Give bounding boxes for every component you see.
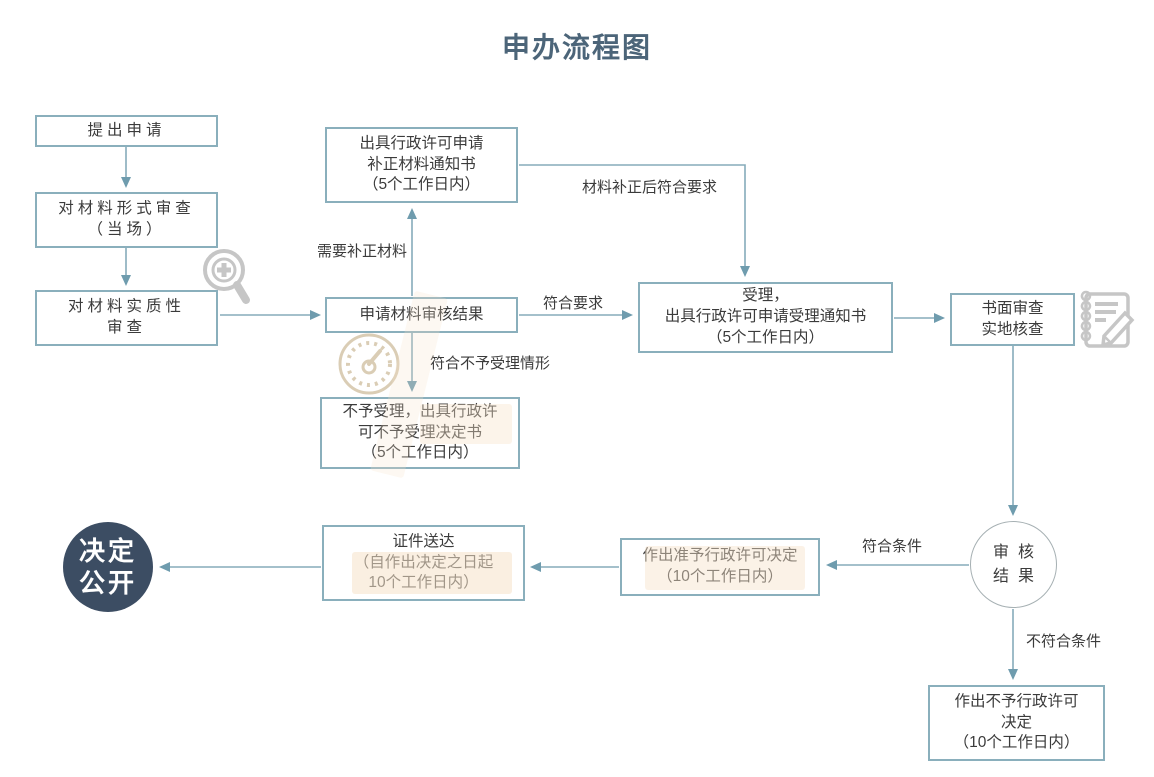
node-formal-review: 对材料形式审查 （当场） [35,192,218,248]
node-written-review: 书面审查 实地核查 [950,293,1075,346]
node-grant-decision: 作出准予行政许可决定 （10个工作日内） [620,538,820,596]
node-substantive-review: 对材料实质性 审查 [35,290,218,346]
edge-label-not-accept-case: 符合不予受理情形 [430,355,551,372]
node-certificate-delivery: 证件送达 （自作出决定之日起 10个工作日内） [322,525,525,601]
edge-label-meets-conditions: 符合条件 [862,538,923,555]
node-reject-notice: 不予受理，出具行政许 可不予受理决定书 （5个工作日内） [320,397,520,469]
edge-label-supplemented-meets: 材料补正后符合要求 [582,179,718,196]
page-title: 申办流程图 [501,32,652,63]
edge-label-meets-requirements: 符合要求 [543,295,604,312]
node-supplement-notice: 出具行政许可申请 补正材料通知书 （5个工作日内） [325,127,518,203]
node-submit-application: 提出申请 [35,115,218,147]
node-deny-decision: 作出不予行政许可 决定 （10个工作日内） [928,685,1105,761]
edge-label-not-meets-conditions: 不符合条件 [1026,633,1102,650]
node-review-result: 申请材料审核结果 [325,297,518,333]
edge-label-need-supplement: 需要补正材料 [317,243,408,260]
node-accept: 受理， 出具行政许可申请受理通知书 （5个工作日内） [638,282,893,353]
node-audit-result-circle: 审核 结果 [970,521,1057,608]
node-decision-public-circle: 决定 公开 [63,522,153,612]
